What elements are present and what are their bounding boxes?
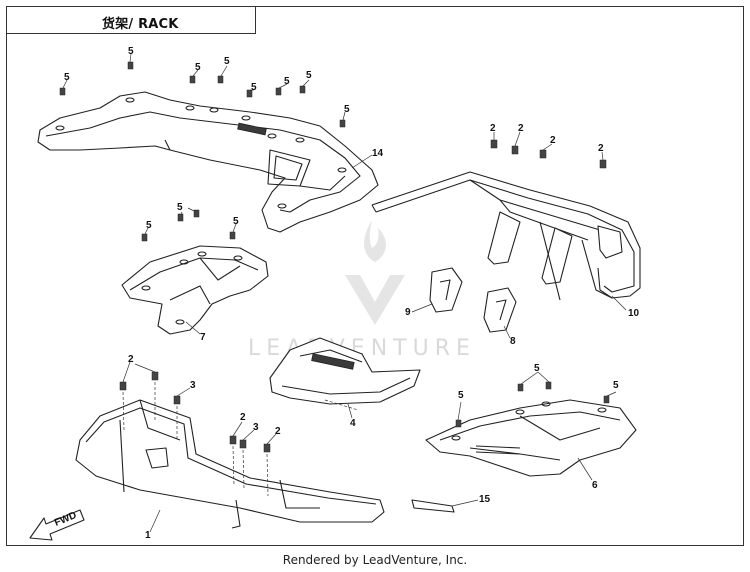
assembly-lines (122, 382, 359, 497)
callout-14: 14 (372, 148, 384, 159)
callout-3: 3 (190, 380, 196, 391)
rack-panel-6[interactable] (425, 399, 637, 477)
callout-2: 2 (518, 123, 524, 134)
strip-15[interactable] (411, 499, 455, 513)
footer-credit: Rendered by LeadVenture, Inc. (282, 553, 468, 567)
callout-2: 2 (240, 412, 246, 423)
watermark-logo (345, 220, 405, 325)
callout-2: 2 (550, 135, 556, 146)
callout-labels: 5 5 5 5 5 5 5 5 14 2 2 2 2 10 5 5 5 7 9 … (64, 46, 640, 541)
rack-panel-14[interactable] (37, 91, 379, 233)
callout-5: 5 (128, 46, 134, 57)
callout-9: 9 (405, 307, 411, 318)
callout-5: 5 (195, 62, 201, 73)
rack-frame-1[interactable] (75, 399, 385, 529)
callout-2: 2 (490, 123, 496, 134)
callout-4: 4 (350, 418, 356, 429)
callout-2: 2 (128, 354, 134, 365)
callout-5: 5 (251, 82, 257, 93)
bracket-9[interactable] (429, 267, 463, 313)
leader-lines (62, 53, 627, 533)
callout-1: 1 (145, 530, 151, 541)
callout-15: 15 (479, 494, 491, 505)
callout-5: 5 (344, 104, 350, 115)
rack-panel-7[interactable] (121, 245, 269, 335)
fwd-arrow: FWD (29, 509, 85, 541)
page-title: 货架/ RACK (102, 17, 179, 32)
callout-2: 2 (275, 426, 281, 437)
callout-7: 7 (200, 332, 206, 343)
callout-2: 2 (598, 143, 604, 154)
callout-5: 5 (146, 220, 152, 231)
callout-5: 5 (284, 76, 290, 87)
callout-5: 5 (224, 56, 230, 67)
callout-3: 3 (253, 422, 259, 433)
callout-10: 10 (628, 308, 640, 319)
callout-6: 6 (592, 480, 598, 491)
callout-5: 5 (613, 380, 619, 391)
bracket-8[interactable] (483, 287, 517, 333)
drawing-frame (6, 6, 744, 546)
callout-5: 5 (233, 216, 239, 227)
callout-5: 5 (534, 363, 540, 374)
callout-8: 8 (510, 336, 516, 347)
callout-5: 5 (458, 390, 464, 401)
title-block: 货架/ RACK (6, 6, 256, 34)
callout-5: 5 (177, 202, 183, 213)
rack-frame-10[interactable] (371, 171, 641, 301)
rack-cover-4[interactable] (269, 337, 421, 405)
callout-5: 5 (306, 70, 312, 81)
bolt-markers (59, 61, 610, 453)
callout-5: 5 (64, 72, 70, 83)
